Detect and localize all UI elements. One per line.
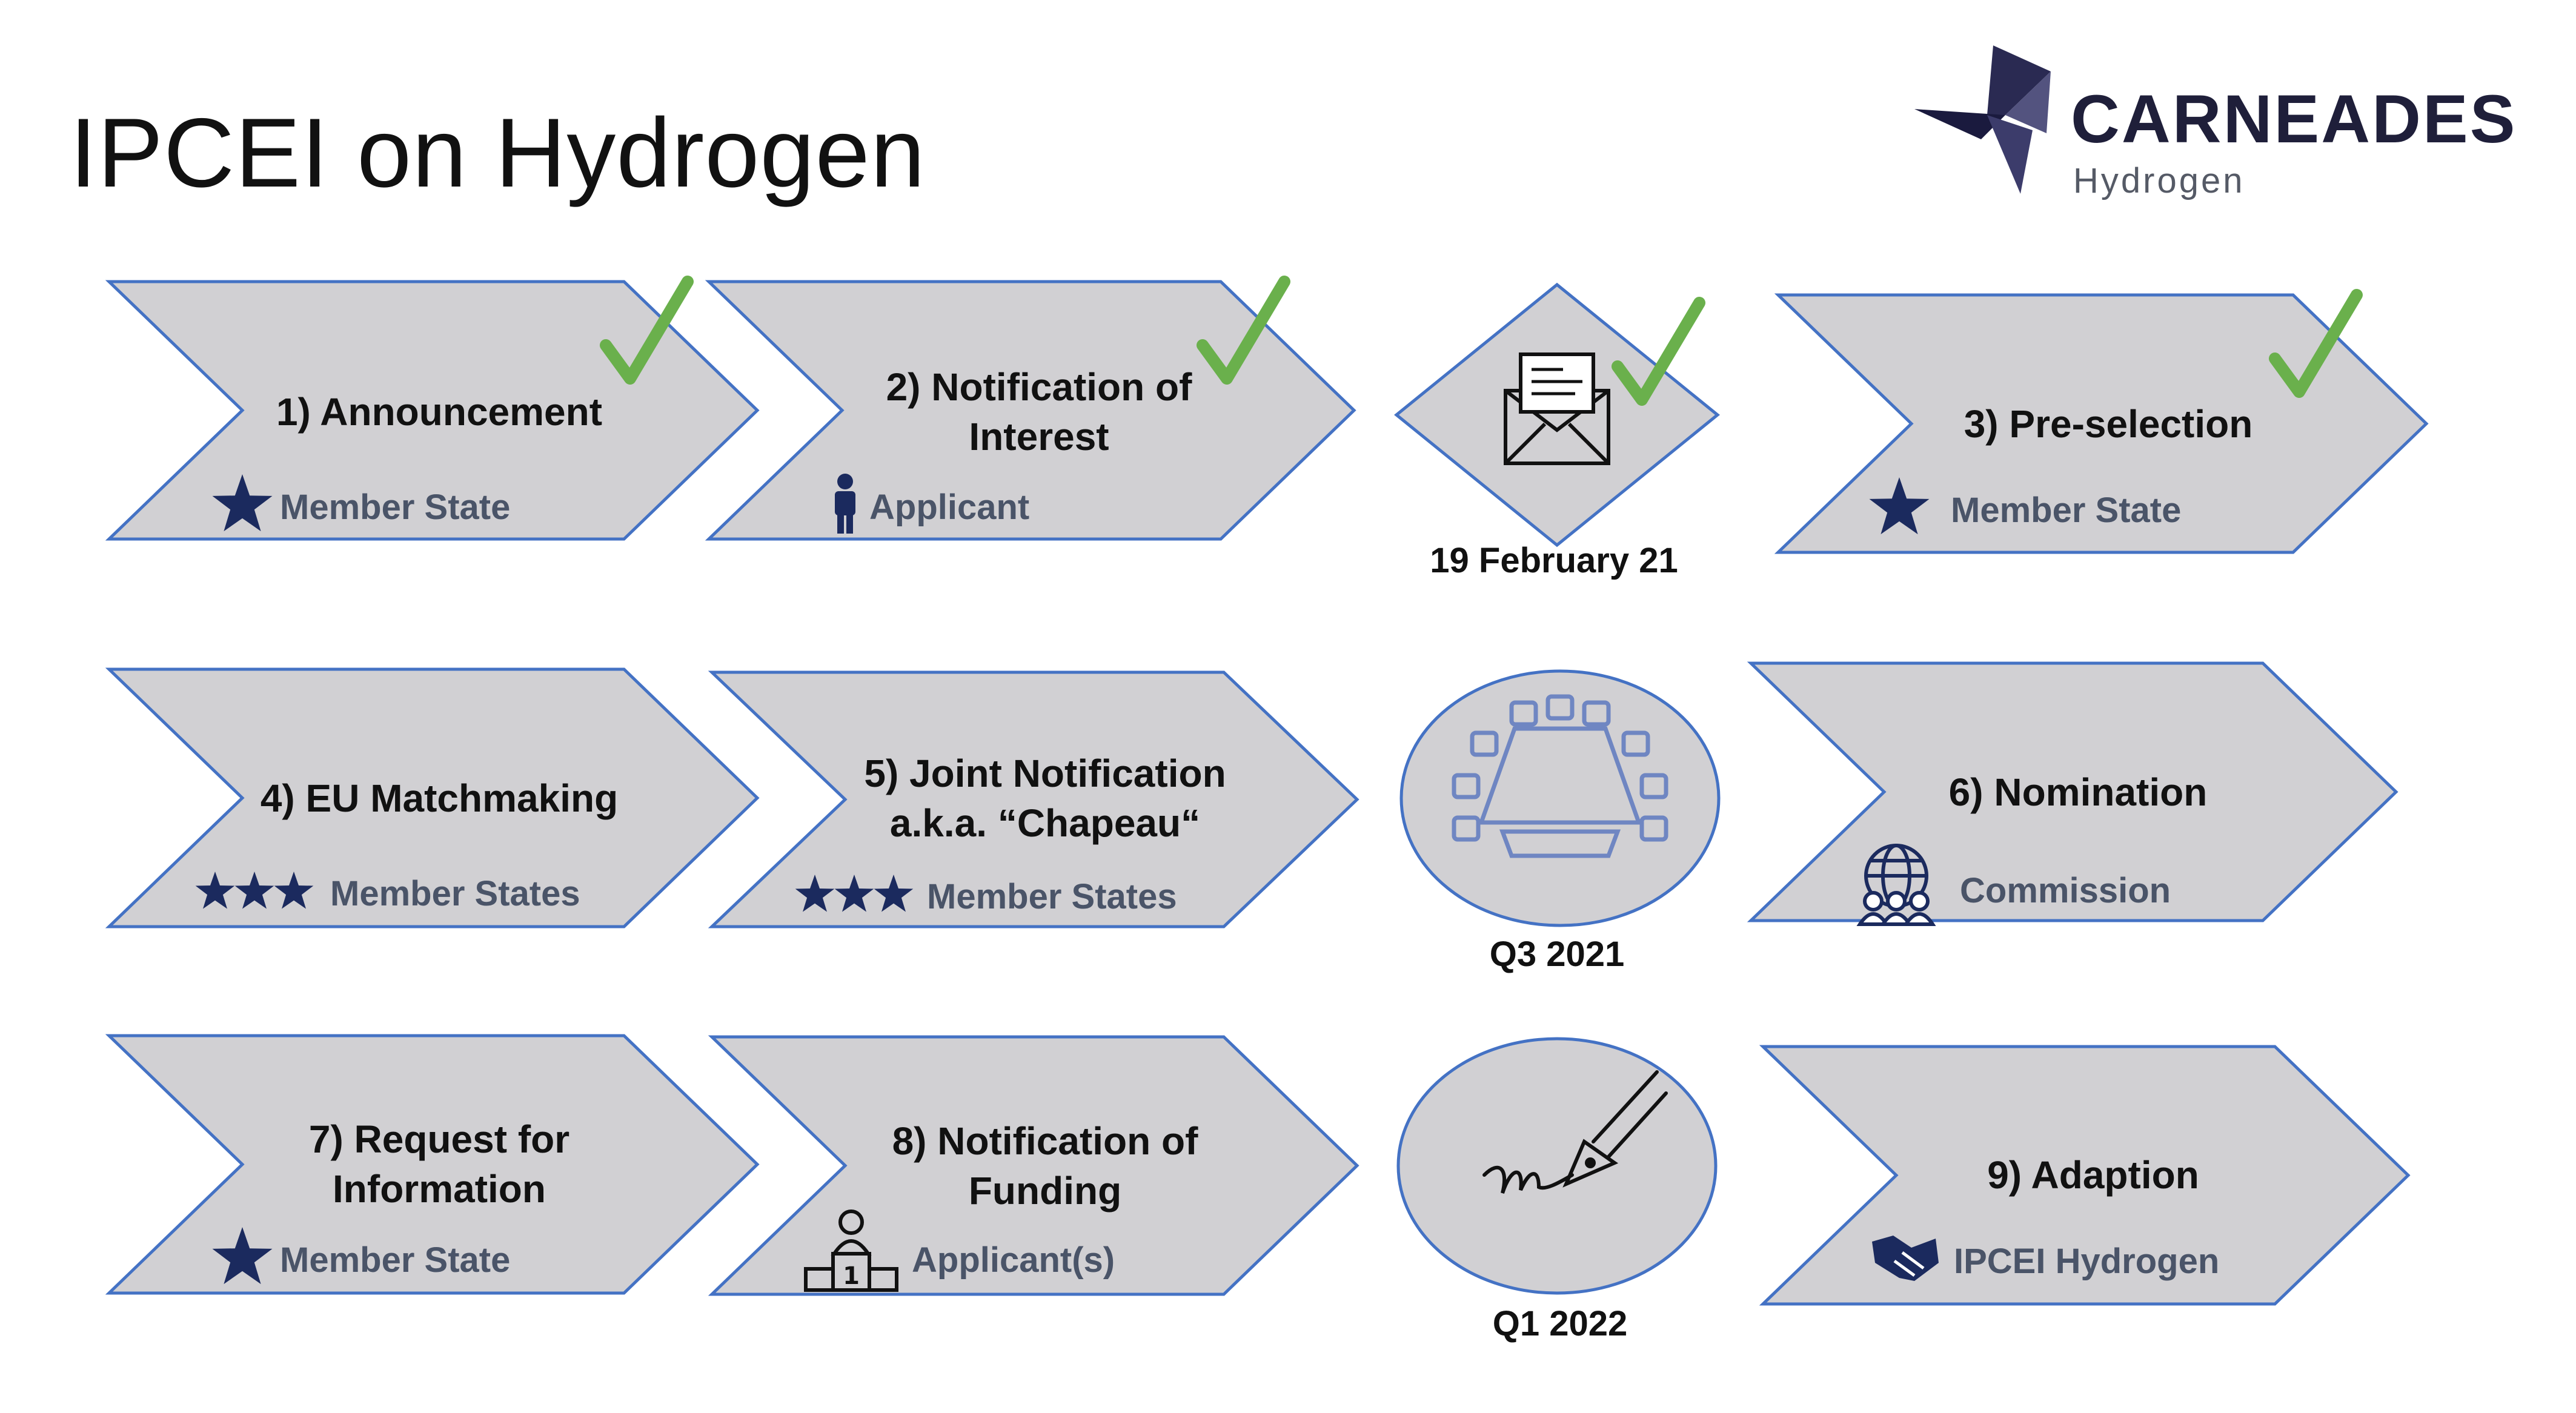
- step-chevron: [105, 1034, 760, 1295]
- meeting-table-icon: [1452, 694, 1668, 858]
- star-icon: [212, 474, 273, 532]
- step-chevron: [1759, 1045, 2411, 1306]
- step-role-label: Member States: [330, 874, 580, 913]
- podium-icon: 1: [804, 1209, 898, 1292]
- milestone-2: Q3 2021: [1399, 669, 1721, 974]
- carneades-logo: CARNEADES Hydrogen: [1914, 42, 2576, 206]
- step-chevron: [708, 670, 1359, 928]
- step-chevron: [105, 667, 760, 928]
- step-label-line: 7) Request for: [309, 1117, 569, 1161]
- page-title: IPCEI on Hydrogen: [70, 98, 926, 208]
- step-label-line: 6) Nomination: [1949, 770, 2208, 814]
- step-5: 5) Joint Notification a.k.a. “Chapeau“ Mem…: [708, 670, 1359, 928]
- star-icon: [1869, 477, 1930, 535]
- step-role-label: Applicant: [869, 488, 1029, 527]
- milestone-circle: [1399, 669, 1721, 927]
- milestone-date: Q1 2022: [1493, 1304, 1628, 1343]
- milestone-diamond: [1394, 282, 1720, 548]
- step-label-line: 1) Announcement: [276, 390, 602, 434]
- step-label-line: 9) Adaption: [1987, 1153, 2199, 1197]
- svg-text:1: 1: [843, 1262, 860, 1290]
- step-8: 8) Notification of Funding 1 Applicant(s): [708, 1035, 1359, 1296]
- milestone-circle: [1396, 1037, 1718, 1295]
- milestone-date: 19 February 21: [1430, 541, 1678, 580]
- three-stars-icon: [795, 875, 914, 912]
- completed-checkmark-icon: [1197, 276, 1290, 385]
- milestone-1: 19 February 21: [1394, 282, 1720, 580]
- envelope-icon: [1504, 352, 1610, 465]
- step-label-line: 3) Pre-selection: [1964, 402, 2253, 446]
- completed-checkmark-icon: [1612, 297, 1705, 406]
- completed-checkmark-icon: [2269, 289, 2363, 398]
- completed-checkmark-icon: [600, 276, 694, 385]
- step-label-line: 8) Notification of: [892, 1119, 1199, 1163]
- step-label-line: 2) Notification of: [886, 365, 1193, 409]
- logo-name: CARNEADES: [2071, 81, 2517, 157]
- step-chevron: [105, 280, 760, 541]
- step-chevron: [1747, 661, 2398, 922]
- step-label-line: 4) EU Matchmaking: [261, 776, 618, 820]
- step-chevron: [1774, 293, 2429, 554]
- milestone-3: Q1 2022: [1396, 1037, 1718, 1343]
- carneades-logo-mark-icon: [1914, 45, 2051, 194]
- step-label-line: a.k.a. “Chapeau“: [890, 801, 1200, 845]
- step-role-label: Member State: [280, 488, 510, 527]
- step-label-line: Funding: [969, 1169, 1121, 1213]
- milestone-date: Q3 2021: [1490, 935, 1625, 974]
- step-label-line: Interest: [969, 415, 1109, 458]
- step-role-label: Member State: [280, 1240, 510, 1280]
- step-label-line: Information: [333, 1167, 546, 1211]
- person-icon: [835, 474, 855, 534]
- step-role-label: Commission: [1960, 871, 2171, 910]
- handshake-icon: [1872, 1236, 1939, 1281]
- step-chevron: [708, 1035, 1359, 1296]
- step-chevron: [705, 280, 1356, 541]
- step-label-line: 5) Joint Notification: [864, 752, 1226, 795]
- star-icon: [212, 1227, 273, 1285]
- globe-people-icon: [1856, 844, 1936, 926]
- three-stars-icon: [195, 872, 314, 909]
- step-role-label: Member States: [927, 877, 1177, 916]
- logo-subtitle: Hydrogen: [2073, 161, 2245, 200]
- step-role-label: Applicant(s): [912, 1240, 1115, 1280]
- step-role-label: IPCEI Hydrogen: [1954, 1242, 2219, 1281]
- signature-pen-icon: [1482, 1070, 1668, 1194]
- step-role-label: Member State: [1951, 491, 2181, 530]
